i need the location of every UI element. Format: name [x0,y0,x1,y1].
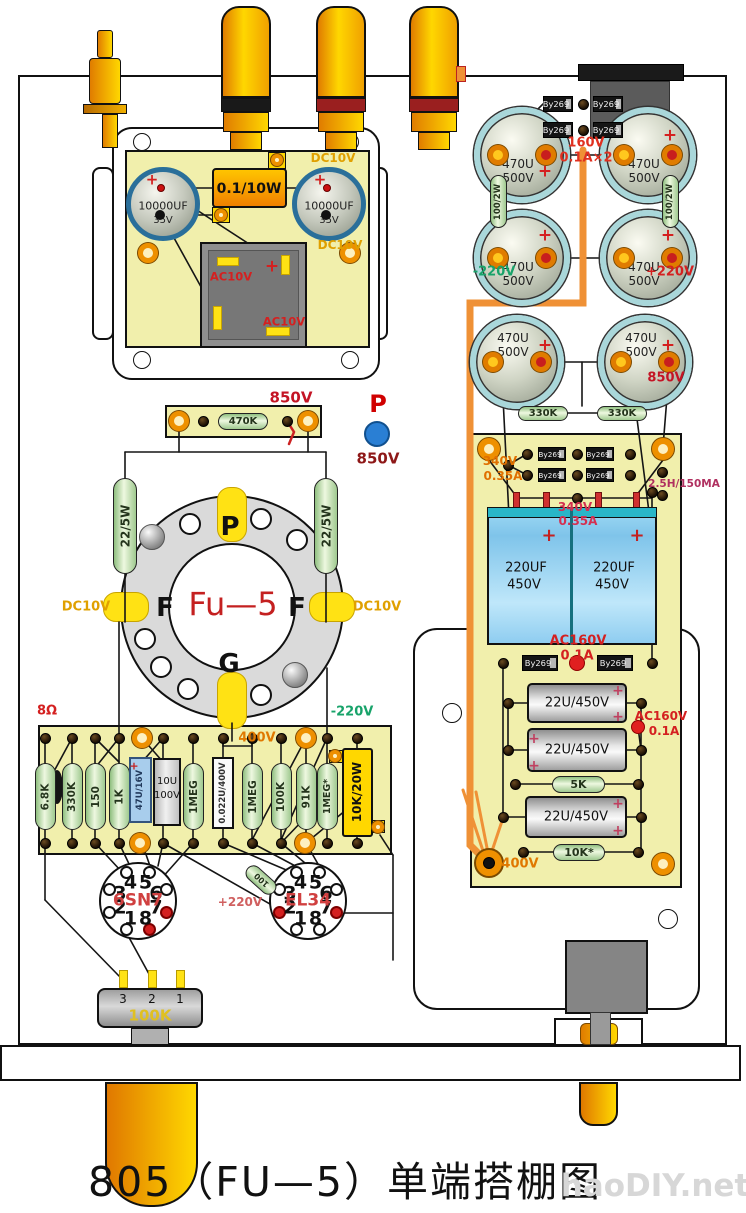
wire [507,453,528,466]
wire [474,790,491,860]
wire [44,737,73,789]
wire [507,464,528,476]
wire [622,129,654,146]
wire [44,899,120,977]
wire [222,737,253,747]
watermark: haoDIY.net [560,1168,746,1204]
wire [94,842,122,872]
wire [513,129,544,146]
wire [631,379,650,513]
wire [285,419,296,446]
diagram-title: 805（FU—5）单端搭棚图 [88,1158,602,1206]
wire [501,377,514,597]
title-bar: 805（FU—5）单端搭棚图 haoDIY.net [0,1148,746,1208]
wire [162,217,217,315]
wire [488,459,517,497]
wire [487,816,505,862]
wire [118,842,132,869]
wire [162,842,278,909]
wire [379,834,394,856]
wire [160,842,194,880]
wire [280,737,328,841]
wire [280,842,312,869]
wire [125,931,150,975]
wire [635,459,664,497]
wire [466,146,587,866]
wire [662,371,670,448]
wire [280,794,328,844]
wire [157,842,164,867]
wire [141,842,151,867]
